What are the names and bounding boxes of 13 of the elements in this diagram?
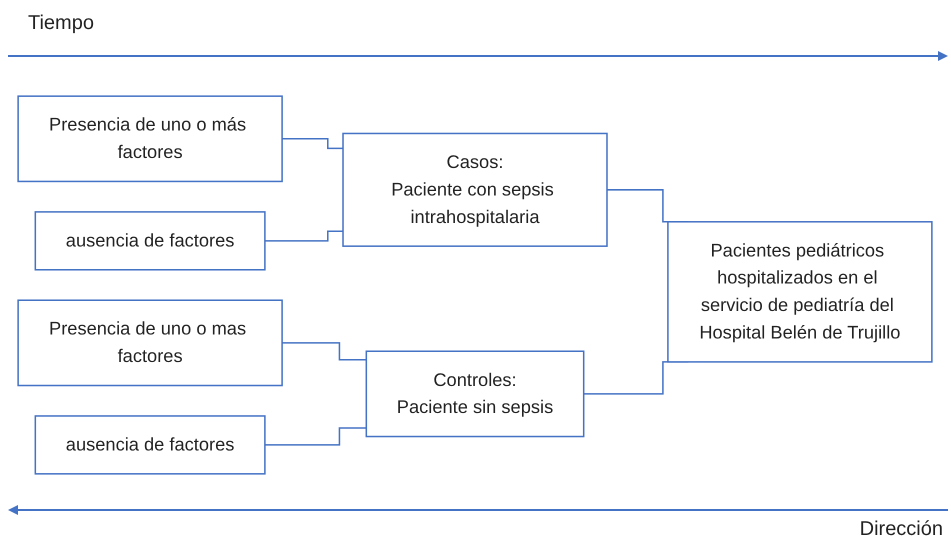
axis-label: Dirección: [860, 518, 943, 541]
node-box: Casos: Paciente con sepsis intrahospitalaria: [342, 132, 608, 247]
node-box: Presencia de uno o más factores: [17, 95, 283, 182]
connector: [264, 427, 366, 446]
node-box: ausencia de factores: [34, 211, 266, 271]
axis-label: Tiempo: [28, 12, 94, 35]
connector: [264, 230, 344, 242]
connector: [282, 342, 366, 361]
connector: [282, 138, 344, 150]
node-box: Pacientes pediátricos hospitalizados en el servicio de pediatría del Hospital Belén de Trujillo: [667, 221, 933, 363]
node-box: Controles: Paciente sin sepsis: [366, 350, 584, 438]
node-box: ausencia de factores: [34, 415, 266, 475]
node-box: Presencia de uno o mas factores: [17, 299, 283, 386]
